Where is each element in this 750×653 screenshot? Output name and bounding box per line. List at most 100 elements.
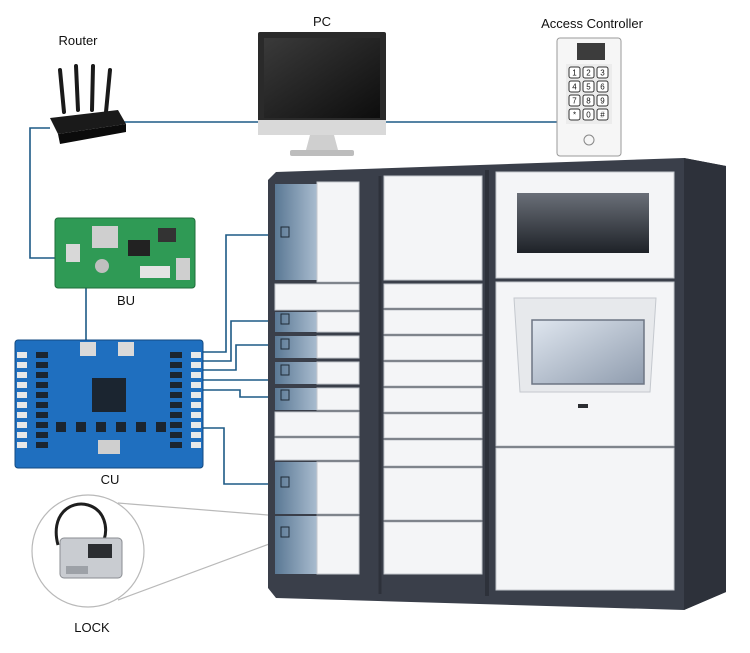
cu-chip <box>76 422 86 432</box>
keypad-key: 3 <box>596 66 609 79</box>
compartment-small <box>275 362 317 384</box>
cu-connector <box>17 362 27 368</box>
compartment-small <box>275 336 317 358</box>
cu-chip <box>136 422 146 432</box>
router-label: Router <box>58 33 98 48</box>
cu-connector <box>17 432 27 438</box>
keypad-key: 2 <box>582 66 595 79</box>
lock-image <box>31 494 145 608</box>
svg-text:7: 7 <box>572 97 577 106</box>
cu-connectors <box>17 352 201 448</box>
keypad-key: 4 <box>568 80 581 93</box>
keypad-key: 6 <box>596 80 609 93</box>
locker-door <box>383 521 483 575</box>
monitor-screen <box>264 38 380 118</box>
cu-chip <box>170 352 182 358</box>
cu-chip <box>36 442 48 448</box>
keypad-key: 1 <box>568 66 581 79</box>
cu-board <box>14 339 204 469</box>
cu-connector <box>17 372 27 378</box>
locker-door <box>383 413 483 439</box>
lock-marker <box>280 476 290 488</box>
cu-chip <box>170 392 182 398</box>
svg-text:9: 9 <box>600 97 605 106</box>
router-antenna <box>104 68 112 114</box>
right-module <box>495 171 675 591</box>
locker-door <box>383 361 483 387</box>
compartment-small <box>275 312 317 332</box>
cu-connector <box>191 422 201 428</box>
locker-door <box>383 335 483 361</box>
bu-label: BU <box>117 293 135 308</box>
cu-connector <box>17 412 27 418</box>
svg-text:4: 4 <box>572 83 577 92</box>
router-bu-link <box>29 127 60 259</box>
card-reader-icon <box>583 134 595 146</box>
cu-connector <box>191 402 201 408</box>
connector-lines <box>29 121 560 485</box>
lock-marker <box>280 526 290 538</box>
lock-marker <box>280 313 290 325</box>
lock-callout-lines <box>117 502 281 601</box>
keypad-key: 8 <box>582 94 595 107</box>
cu-connector <box>191 392 201 398</box>
compartment-medium <box>275 462 317 514</box>
cu-chip <box>170 382 182 388</box>
card-slot <box>578 404 588 408</box>
cu-chip <box>96 422 106 432</box>
keypad-key: # <box>596 108 609 121</box>
access-controller-label: Access Controller <box>541 16 644 31</box>
cu-connector <box>17 382 27 388</box>
cu-chip <box>56 422 66 432</box>
cu-chip <box>36 382 48 388</box>
lock-label: LOCK <box>74 620 110 635</box>
svg-text:*: * <box>573 111 576 120</box>
open-door <box>316 181 360 283</box>
cu-chip <box>170 402 182 408</box>
locker-cabinet <box>268 158 726 610</box>
svg-text:0: 0 <box>586 111 591 120</box>
cu-chip <box>116 422 126 432</box>
cu-link-5 <box>200 389 278 398</box>
compartment-large <box>275 184 317 280</box>
cu-chip <box>170 442 182 448</box>
cu-link-4 <box>200 372 279 381</box>
locker-door <box>383 439 483 467</box>
locker-door <box>383 467 483 521</box>
router-body <box>50 110 126 134</box>
cu-connector <box>191 372 201 378</box>
svg-text:3: 3 <box>600 69 605 78</box>
cu-connector <box>191 362 201 368</box>
cu-link-3 <box>200 344 278 371</box>
lock-marker <box>280 389 290 401</box>
cu-connector <box>191 432 201 438</box>
touch-screen <box>531 319 645 385</box>
locker-door <box>383 387 483 413</box>
monitor-stand <box>306 135 338 150</box>
bu-board <box>54 217 196 289</box>
keypad-key: 9 <box>596 94 609 107</box>
keypad-key: 5 <box>582 80 595 93</box>
keypad-key: 7 <box>568 94 581 107</box>
lock-cable <box>54 502 108 546</box>
cu-connector <box>17 352 27 358</box>
cu-chip <box>170 422 182 428</box>
cu-connector <box>191 412 201 418</box>
cu-connector <box>191 442 201 448</box>
cu-connector <box>17 442 27 448</box>
cu-chip <box>36 352 48 358</box>
compartment-small <box>275 388 317 410</box>
router-antenna <box>90 64 95 112</box>
svg-text:#: # <box>600 111 605 120</box>
cu-chip <box>36 392 48 398</box>
pc-label: PC <box>313 14 331 29</box>
keypad-key: 0 <box>582 108 595 121</box>
cu-chip <box>36 362 48 368</box>
svg-text:6: 6 <box>600 83 605 92</box>
cu-chip <box>36 412 48 418</box>
cu-chip <box>170 432 182 438</box>
lock-markers <box>280 226 290 538</box>
